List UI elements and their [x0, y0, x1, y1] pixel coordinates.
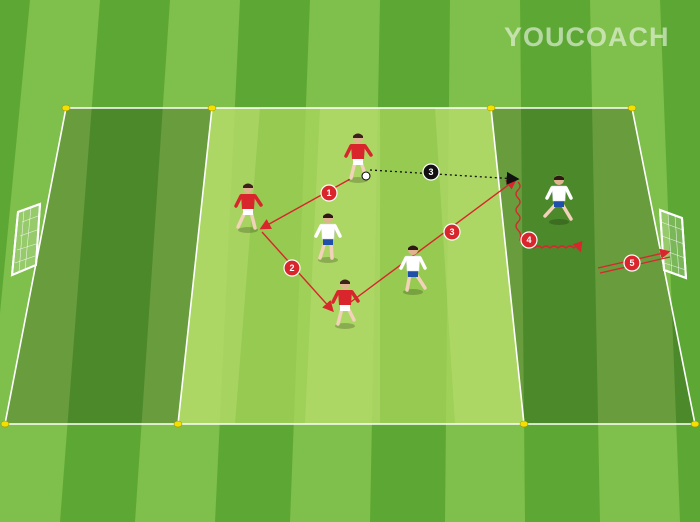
svg-text:3: 3: [449, 227, 454, 237]
white-player: [314, 213, 342, 263]
left-end-zone: [5, 108, 212, 424]
cone: [690, 420, 700, 428]
cone: [207, 104, 217, 112]
ball: [361, 171, 371, 181]
cone: [173, 420, 183, 428]
cone: [519, 420, 529, 428]
svg-text:3: 3: [428, 167, 433, 177]
step-marker-2: 2: [283, 259, 301, 277]
pass-line-3: [339, 178, 518, 311]
red-player: [331, 279, 360, 329]
left-goal: [10, 202, 42, 277]
center-zone-stripes: [178, 108, 524, 424]
step-marker-4: 4: [520, 231, 538, 249]
white-player: [543, 175, 573, 225]
svg-text:2: 2: [289, 263, 294, 273]
white-player: [399, 245, 427, 295]
pass-line-1: [259, 177, 353, 230]
red-player: [234, 183, 263, 233]
step-marker-3-dribble: 3: [422, 163, 440, 181]
cone: [627, 104, 637, 112]
cone: [61, 104, 71, 112]
step-marker-5: 5: [623, 254, 641, 272]
right-goal: [658, 208, 688, 280]
youcoach-watermark: YOUCOACH: [504, 22, 670, 52]
svg-text:5: 5: [629, 258, 634, 268]
red-player: [344, 133, 373, 183]
center-zone: [178, 108, 524, 424]
svg-text:1: 1: [326, 188, 331, 198]
cone: [486, 104, 496, 112]
step-marker-3-pass: 3: [443, 223, 461, 241]
cone: [0, 420, 10, 428]
cones: [0, 104, 700, 428]
step-marker-1: 1: [320, 184, 338, 202]
svg-text:4: 4: [526, 235, 531, 245]
right-end-zone: [491, 108, 695, 424]
